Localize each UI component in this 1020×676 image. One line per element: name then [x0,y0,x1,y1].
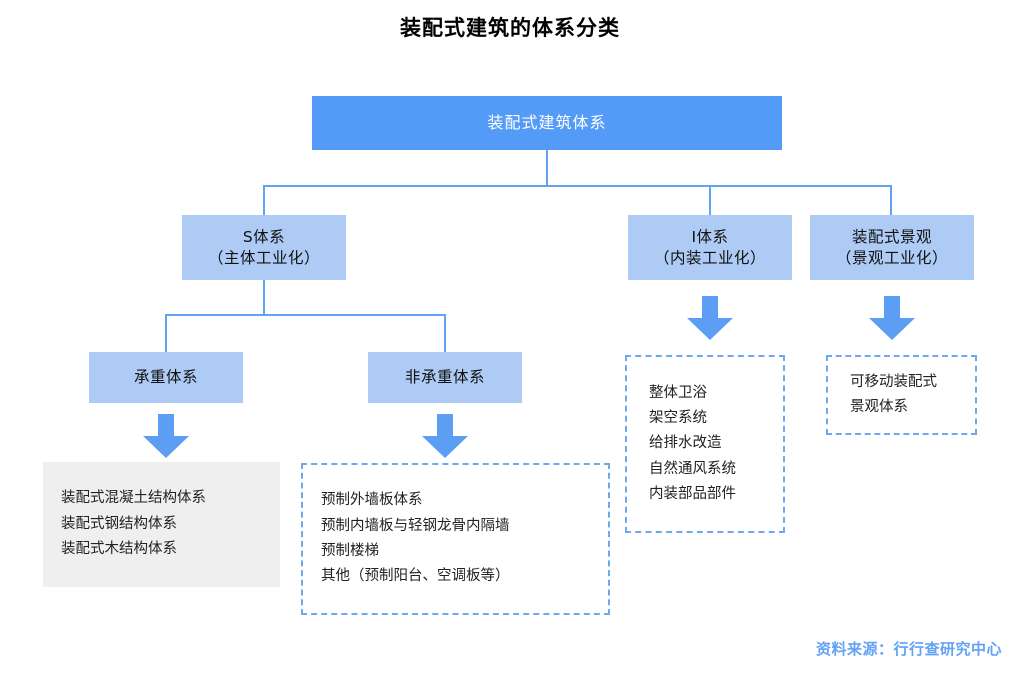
panel-load-bearing-items: 装配式混凝土结构体系 装配式钢结构体系 装配式木结构体系 [43,462,280,587]
list-item: 装配式混凝土结构体系 [61,490,206,507]
connector-s-system-drop [263,280,265,315]
node-landscape-system-subtitle: （景观工业化） [835,248,948,267]
connector-root-drop [546,150,548,186]
connector-level2-bus [165,314,446,316]
connector-drop-landscape-system [890,185,892,215]
list-item: 整体卫浴 [649,384,707,401]
panel-i-system-items: 整体卫浴 架空系统 给排水改造 自然通风系统 内装部品部件 [625,355,785,533]
node-load-bearing[interactable]: 承重体系 [89,352,243,403]
node-i-system-subtitle: （内装工业化） [653,248,766,267]
list-item: 给排水改造 [649,435,722,452]
node-i-system[interactable]: I体系 （内装工业化） [628,215,792,280]
list-item: 预制外墙板体系 [321,492,423,509]
node-root-label: 装配式建筑体系 [487,113,607,133]
node-non-load-bearing-label: 非承重体系 [404,368,485,387]
arrow-down-icon-load-bearing [143,414,189,458]
connector-drop-load-bearing [165,314,167,352]
node-non-load-bearing[interactable]: 非承重体系 [368,352,522,403]
arrow-down-icon-i-system [687,296,733,340]
list-item: 预制内墙板与轻钢龙骨内隔墙 [321,517,510,534]
connector-drop-non-load-bearing [444,314,446,352]
node-s-system-title: S体系 [242,227,286,246]
list-item: 装配式钢结构体系 [61,515,177,532]
node-s-system-subtitle: （主体工业化） [207,248,320,267]
list-item: 内装部品部件 [649,486,736,503]
list-item: 预制楼梯 [321,543,379,559]
node-i-system-title: I体系 [691,227,729,246]
node-root-system[interactable]: 装配式建筑体系 [312,96,782,150]
list-item: 可移动装配式 [850,373,937,390]
panel-landscape-system-items: 可移动装配式 景观体系 [826,355,977,435]
list-item: 架空系统 [649,409,707,426]
node-landscape-system[interactable]: 装配式景观 （景观工业化） [810,215,974,280]
arrow-down-icon-non-load-bearing [422,414,468,458]
node-load-bearing-label: 承重体系 [133,368,198,387]
panel-non-load-bearing-items: 预制外墙板体系 预制内墙板与轻钢龙骨内隔墙 预制楼梯 其他（预制阳台、空调板等） [301,463,610,615]
node-s-system[interactable]: S体系 （主体工业化） [182,215,346,280]
list-item: 景观体系 [850,399,908,415]
list-item: 装配式木结构体系 [61,541,177,558]
node-landscape-system-title: 装配式景观 [851,227,932,246]
connector-drop-i-system [709,185,711,215]
arrow-down-icon-landscape-system [869,296,915,340]
connector-level1-bus [263,185,891,187]
source-note: 资料来源：行行查研究中心 [815,640,1002,658]
page-title: 装配式建筑的体系分类 [400,16,620,40]
connector-drop-s-system [263,185,265,215]
list-item: 自然通风系统 [649,460,736,477]
list-item: 其他（预制阳台、空调板等） [321,568,510,585]
